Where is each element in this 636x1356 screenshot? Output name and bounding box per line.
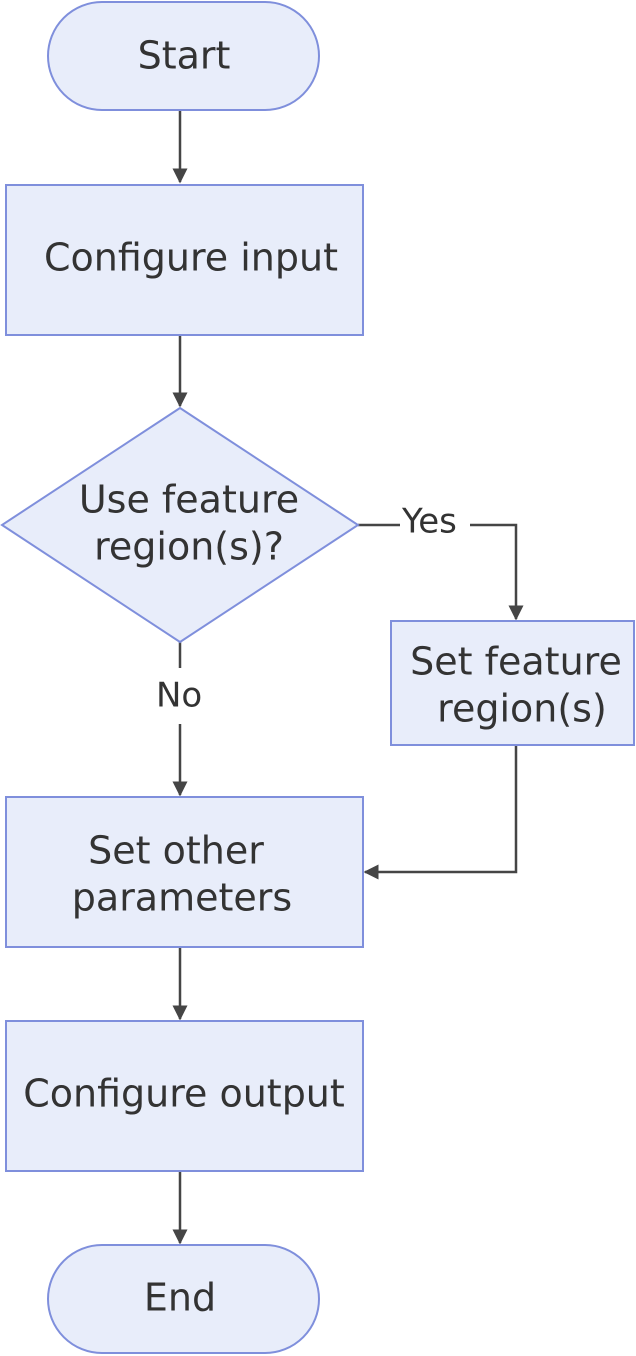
configure-input-label: Configure input: [44, 236, 338, 280]
decision-diamond-shape: [0, 406, 360, 644]
set-feature-label-line2: region(s): [437, 687, 607, 731]
end-terminal-shape: [47, 1244, 320, 1354]
decision-label-line2: region(s)?: [94, 525, 284, 569]
no-label-background: [150, 668, 214, 724]
node-set-feature: Set feature region(s): [390, 620, 635, 746]
start-label: Start: [138, 34, 231, 78]
end-label: End: [144, 1276, 216, 1320]
node-configure-input: Configure input: [5, 184, 364, 336]
set-feature-label-line1: Set feature: [410, 640, 622, 684]
node-configure-output: Configure output: [5, 1020, 364, 1172]
configure-output-label: Configure output: [23, 1072, 345, 1116]
set-other-label-line2: parameters: [72, 876, 292, 920]
set-other-process-shape: [5, 796, 364, 948]
set-other-label-line1: Set other: [88, 829, 264, 873]
yes-label: Yes: [401, 502, 457, 542]
node-decision: Use feature region(s)?: [0, 406, 360, 644]
edge-set-feature-to-set-other: [363, 745, 518, 880]
yes-label-background: [400, 505, 470, 545]
node-end: End: [47, 1244, 320, 1354]
start-terminal-shape: [47, 1, 320, 111]
edge-labels: Yes No: [150, 502, 470, 724]
set-feature-process-shape: [390, 620, 635, 746]
node-start: Start: [47, 1, 320, 111]
node-set-other: Set other parameters: [5, 796, 364, 948]
decision-label-line1: Use feature: [79, 478, 299, 522]
configure-input-process-shape: [5, 184, 364, 336]
configure-output-process-shape: [5, 1020, 364, 1172]
no-label: No: [156, 676, 202, 716]
